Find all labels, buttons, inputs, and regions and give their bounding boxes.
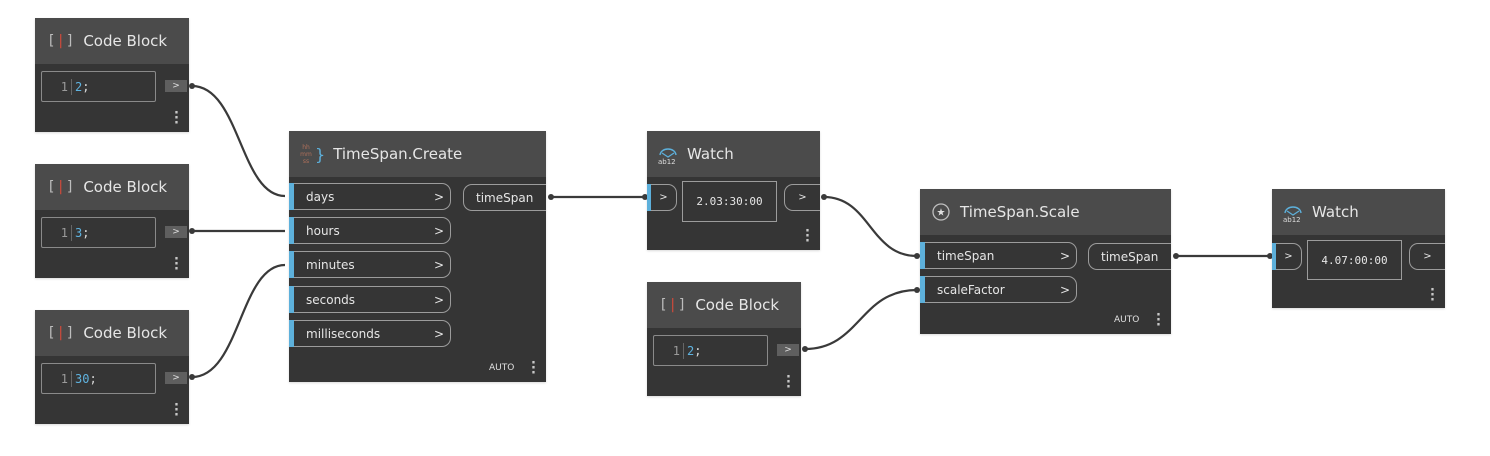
code-block-icon: [|] [47, 325, 76, 341]
watch-value-display: 4.07:00:00 [1307, 240, 1402, 280]
node-menu-icon[interactable]: ··· [531, 356, 536, 381]
svg-text:ab12: ab12 [1283, 216, 1301, 223]
output-port[interactable]: > [165, 372, 187, 384]
watch-icon: ab12 [1282, 201, 1304, 223]
code-text: 2; [75, 79, 90, 94]
input-port-scalefactor[interactable]: scaleFactor> [920, 276, 1077, 303]
node-header[interactable]: [|] Code Block [647, 282, 801, 328]
output-port-timespan[interactable]: timeSpan [1088, 243, 1171, 270]
code-editor[interactable]: 1 3; [41, 217, 156, 248]
node-menu-icon[interactable]: ··· [805, 224, 810, 249]
wire-dot [802, 346, 808, 352]
node-header[interactable]: [|] Code Block [35, 18, 189, 64]
wire-dot [642, 194, 648, 200]
code-block-icon: [|] [659, 297, 688, 313]
line-number: 1 [42, 224, 72, 241]
output-port[interactable]: > [165, 226, 187, 238]
code-block-node-3[interactable]: [|] Code Block 1 30; > ··· [35, 310, 189, 424]
code-editor[interactable]: 1 30; [41, 363, 156, 394]
code-text: 2; [687, 343, 702, 358]
wire-dot [189, 374, 195, 380]
node-menu-icon[interactable]: ··· [174, 398, 179, 423]
watch-value-display: 2.03:30:00 [682, 181, 777, 222]
watch-node-1[interactable]: ab12 Watch > 2.03:30:00 > ··· [647, 131, 820, 250]
code-block-node-1[interactable]: [|] Code Block 1 2; > ··· [35, 18, 189, 132]
line-number: 1 [42, 78, 72, 95]
wire-cb1-days[interactable] [191, 84, 286, 198]
input-port-timespan[interactable]: timeSpan> [920, 242, 1077, 269]
node-menu-icon[interactable]: ··· [1156, 308, 1161, 333]
wire-dot [914, 253, 920, 259]
node-header[interactable]: [|] Code Block [35, 310, 189, 356]
input-port-days[interactable]: days> [289, 183, 451, 210]
wire-cb3-minutes[interactable] [191, 263, 286, 379]
wire-cb4-scalefactor[interactable] [804, 288, 918, 351]
input-port[interactable]: > [647, 184, 677, 211]
node-menu-icon[interactable]: ··· [174, 106, 179, 131]
line-number: 1 [42, 370, 72, 387]
output-port[interactable]: > [784, 184, 820, 211]
svg-text:★: ★ [937, 208, 946, 219]
code-editor[interactable]: 1 2; [41, 71, 156, 102]
node-title: Watch [687, 145, 734, 163]
node-header[interactable]: ab12 Watch [1272, 189, 1445, 235]
input-port-hours[interactable]: hours> [289, 217, 451, 244]
star-icon: ★ [930, 201, 952, 223]
code-block-node-2[interactable]: [|] Code Block 1 3; > ··· [35, 164, 189, 278]
line-number: 1 [654, 342, 684, 359]
wire-dot [821, 194, 827, 200]
node-title: Watch [1312, 203, 1359, 221]
node-header[interactable]: ★ TimeSpan.Scale [920, 189, 1171, 235]
code-text: 3; [75, 225, 90, 240]
node-title: Code Block [83, 32, 168, 50]
output-port[interactable]: > [777, 344, 799, 356]
node-title: Code Block [695, 296, 780, 314]
lacing-label[interactable]: AUTO [1114, 315, 1140, 325]
node-header[interactable]: [|] Code Block [35, 164, 189, 210]
code-text: 30; [75, 371, 97, 386]
input-port-minutes[interactable]: minutes> [289, 251, 451, 278]
timespan-scale-node[interactable]: ★ TimeSpan.Scale timeSpan> scaleFactor> … [920, 189, 1171, 334]
wire-dot [914, 287, 920, 293]
node-menu-icon[interactable]: ··· [786, 370, 791, 395]
wire-watch1-scale[interactable] [823, 195, 918, 258]
node-title: Code Block [83, 178, 168, 196]
code-editor[interactable]: 1 2; [653, 335, 768, 366]
node-title: TimeSpan.Create [333, 145, 463, 163]
wire-dot [548, 194, 554, 200]
watch-icon: ab12 [657, 143, 679, 165]
code-block-node-4[interactable]: [|] Code Block 1 2; > ··· [647, 282, 801, 396]
code-block-icon: [|] [47, 179, 76, 195]
wire-dot [189, 83, 195, 89]
input-port[interactable]: > [1272, 243, 1302, 270]
input-port-seconds[interactable]: seconds> [289, 286, 451, 313]
watch-node-2[interactable]: ab12 Watch > 4.07:00:00 > ··· [1272, 189, 1445, 308]
wire-dot [189, 228, 195, 234]
wire-dot [1267, 253, 1273, 259]
node-title: TimeSpan.Scale [960, 203, 1080, 221]
output-port[interactable]: > [165, 80, 187, 92]
brace-icon: } [315, 144, 326, 164]
code-block-icon: [|] [47, 33, 76, 49]
output-port[interactable]: > [1409, 243, 1445, 270]
node-title: Code Block [83, 324, 168, 342]
svg-text:ab12: ab12 [658, 158, 676, 165]
output-port-timespan[interactable]: timeSpan [463, 184, 546, 211]
wire-dot [1173, 253, 1179, 259]
node-header[interactable]: ab12 Watch [647, 131, 820, 177]
lacing-label[interactable]: AUTO [489, 363, 515, 373]
node-menu-icon[interactable]: ··· [174, 252, 179, 277]
input-port-milliseconds[interactable]: milliseconds> [289, 320, 451, 347]
node-menu-icon[interactable]: ··· [1430, 283, 1435, 308]
